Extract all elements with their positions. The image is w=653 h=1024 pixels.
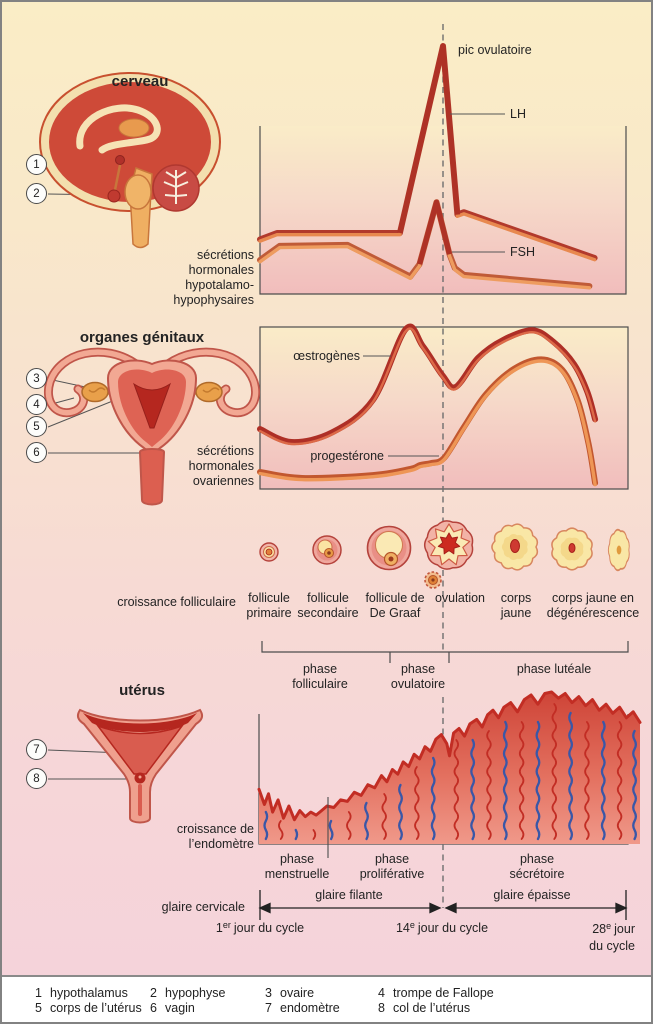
mucus-label: glaire cervicale: [161, 900, 245, 914]
fsh-label: FSH: [510, 245, 535, 259]
endometrium-area: [257, 690, 642, 844]
ovulated-egg: [424, 571, 442, 589]
callout-5: 5: [26, 416, 47, 437]
curve-œstrogènes: [257, 323, 599, 446]
cerebellum-tree: [163, 170, 189, 204]
callout-2: 2: [26, 183, 47, 204]
callout-1: 1: [26, 154, 47, 175]
pituitary-dot: [107, 189, 121, 203]
follicle-stage-de-graaf: [366, 525, 412, 571]
follicle-stage-primary: [259, 542, 279, 562]
callout-7: 7: [26, 739, 47, 760]
curve-FSH: [257, 199, 593, 290]
brain-illustration: [39, 72, 221, 249]
chart2-ylabel: sécrétions hormonales ovariennes: [188, 444, 254, 488]
mucus-epaisse: glaire épaisse: [493, 888, 571, 902]
follicle-stage-secondary: [312, 535, 342, 565]
mucus-filante: glaire filante: [315, 888, 383, 902]
degenerated-remnant: [607, 528, 630, 572]
curve-LH: [257, 43, 598, 262]
callout-4: 4: [26, 394, 47, 415]
genitals-title: organes génitaux: [79, 329, 205, 346]
curve-progestérone: [257, 356, 599, 487]
chart1-ylabel: sécrétions hormonales hypotalamo- hypoph…: [173, 248, 254, 307]
callout-8: 8: [26, 768, 47, 789]
stage-label-ovulation: ovulation: [434, 591, 486, 605]
brain-title: cerveau: [111, 73, 169, 90]
uterus-illustration: [76, 708, 204, 824]
chart-curves: [257, 43, 642, 844]
hypothalamus-dot: [115, 155, 125, 165]
mucus-arrows: [258, 890, 628, 920]
progesterone-label: progestérone: [310, 449, 384, 463]
follicle-stage-shapes: [423, 520, 630, 572]
phase-luteal: phase lutéale: [516, 662, 592, 676]
peak-label: pic ovulatoire: [458, 43, 532, 57]
lh-label: LH: [510, 107, 526, 121]
follicle-row-label: croissance folliculaire: [117, 595, 236, 609]
callout-6: 6: [26, 442, 47, 463]
estrogen-label: œstrogènes: [293, 349, 360, 363]
genital-organs-illustration: [44, 347, 260, 506]
uterus-title: utérus: [119, 682, 165, 699]
phase-bracket: [261, 641, 629, 663]
callout-3: 3: [26, 368, 47, 389]
